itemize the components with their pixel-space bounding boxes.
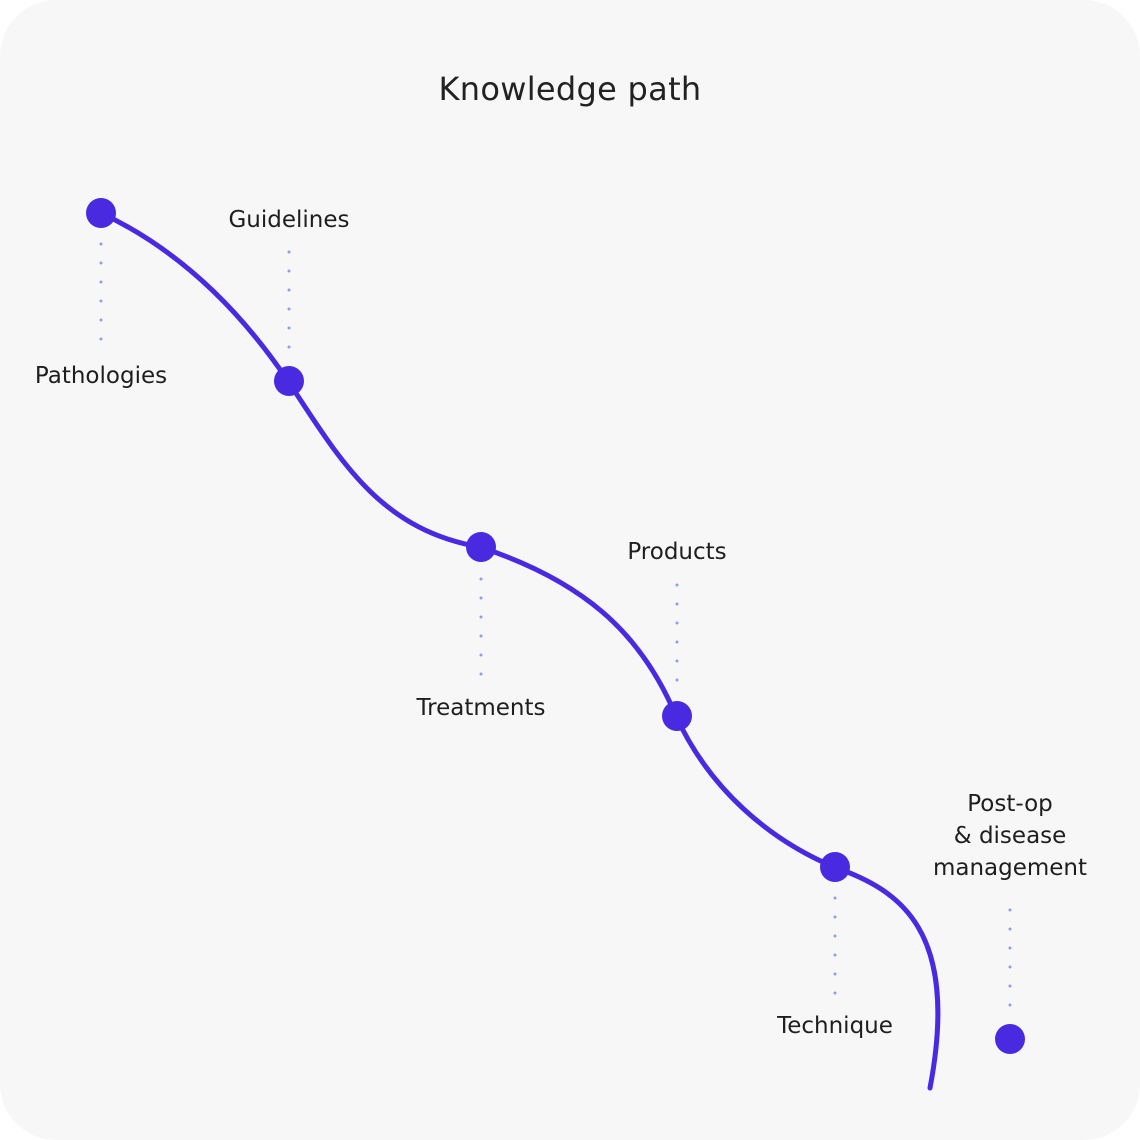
label-postop-line-3: management <box>932 855 1088 881</box>
label-guidelines: Guidelines <box>228 207 350 233</box>
node-technique[interactable] <box>820 852 850 882</box>
node-treatments[interactable] <box>466 532 496 562</box>
label-treatments: Treatments <box>416 695 546 721</box>
node-pathologies[interactable] <box>86 198 116 228</box>
label-products: Products <box>627 539 727 565</box>
label-postop-line-2: & disease <box>953 823 1067 849</box>
label-technique: Technique <box>777 1013 893 1039</box>
label-postop-line-1: Post-op <box>967 791 1053 817</box>
node-guidelines[interactable] <box>274 366 304 396</box>
diagram-title: Knowledge path <box>438 70 702 108</box>
knowledge-path-line <box>98 210 941 1091</box>
node-products[interactable] <box>662 701 692 731</box>
label-postop: Post-op & disease management <box>933 788 1087 884</box>
node-postop[interactable] <box>995 1024 1025 1054</box>
label-pathologies: Pathologies <box>34 363 168 389</box>
